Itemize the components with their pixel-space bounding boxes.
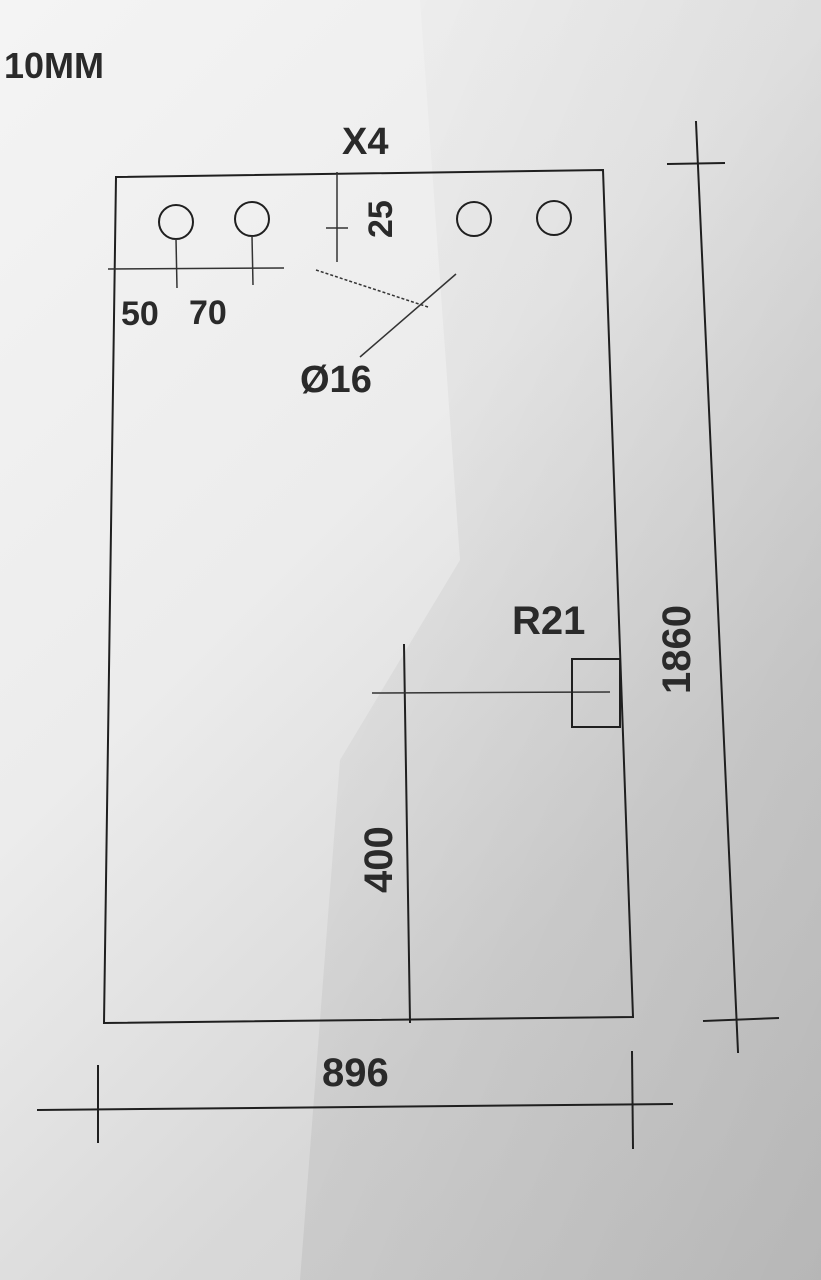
diameter-leader xyxy=(359,273,457,358)
hole-2 xyxy=(234,201,270,237)
notch-height-line xyxy=(402,643,412,1024)
hole-offset-label: 25 xyxy=(362,200,400,238)
corner-radius-label: R21 xyxy=(512,599,585,643)
notch-horizontal-line xyxy=(371,691,611,694)
hole-spacing-label-1: 50 xyxy=(121,295,159,333)
hole-1-leader xyxy=(175,238,178,289)
height-dimension-line xyxy=(694,120,740,1054)
height-dimension-tick-bottom xyxy=(702,1016,780,1023)
width-dimension-line xyxy=(36,1102,674,1112)
corner-radius-box xyxy=(571,658,621,728)
diameter-leader-dashed xyxy=(315,269,429,308)
hole-3 xyxy=(456,201,492,237)
hole-2-leader xyxy=(251,235,254,286)
hole-4 xyxy=(536,200,572,236)
panel-outline xyxy=(102,168,635,1025)
panel-height-label: 1860 xyxy=(655,605,699,694)
hole-diameter-label: Ø16 xyxy=(300,359,372,401)
width-dimension-tick-right xyxy=(630,1050,635,1150)
hole-1 xyxy=(158,204,194,240)
hole-dimension-baseline xyxy=(107,267,285,270)
hole-spacing-label-2: 70 xyxy=(189,294,227,332)
height-dimension-tick-top xyxy=(666,161,726,166)
panel-width-label: 896 xyxy=(322,1051,389,1095)
hole-count-label: X4 xyxy=(342,121,388,163)
scale-note: 10MM xyxy=(4,45,104,86)
notch-height-label: 400 xyxy=(357,826,401,893)
